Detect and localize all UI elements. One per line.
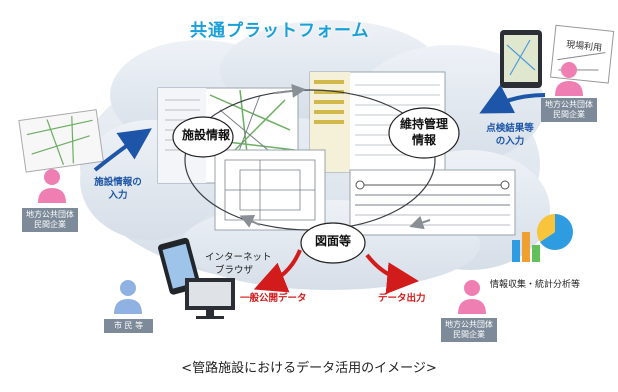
actor-left-box: 地方公共団体 民間企業 [22, 208, 78, 232]
analysis-label: 情報収集・統計分析等 [490, 280, 581, 290]
facility-input-label-line2: 入力 [108, 190, 128, 201]
drawings-node [300, 222, 366, 264]
profile-drawing-screenshot [349, 169, 516, 236]
actor-left-line2: 民間企業 [34, 220, 66, 229]
inspection-input-label-line2: の入力 [495, 136, 525, 147]
facility-input-label-line1: 施設情報の [94, 177, 142, 188]
cycle-arrow-bottom [239, 215, 261, 228]
internet-label-line1: インターネット [205, 252, 272, 263]
field-use-sheet [549, 24, 615, 84]
actor-bottom-right-line2: 民間企業 [453, 330, 485, 339]
data-output-arrow [365, 253, 419, 295]
internet-label-line2: ブラウザ [215, 265, 254, 276]
monitor-icon [185, 278, 235, 319]
facility-input-arrow [93, 128, 152, 172]
facility-info-label: 施設情報 [182, 128, 231, 142]
cycle-arrow-top [274, 84, 306, 98]
drawings-label: 図面等 [314, 234, 351, 248]
person-icon-left [38, 169, 66, 203]
actor-citizens-box: 市 民 等 [104, 319, 154, 333]
inspection-input-label-line1: 点検結果等 [486, 123, 534, 134]
facility-info-node [172, 116, 234, 158]
maintenance-info-label-line2: 情報 [411, 133, 436, 147]
actor-right-line1: 地方公共団体 [545, 100, 593, 109]
inspection-input-arrow [479, 84, 546, 114]
tablet-device [500, 30, 542, 88]
cycle-arrow-right [409, 215, 431, 230]
figure-caption: <管路施設におけるデータ活用のイメージ> [181, 361, 437, 376]
data-output-label: データ出力 [378, 293, 426, 304]
actor-right-box: 地方公共団体 民間企業 [541, 98, 597, 122]
actor-bottom-right-box: 地方公共団体 民間企業 [441, 318, 497, 342]
person-icon-bottom-right [458, 280, 486, 314]
drawing-screenshot [214, 149, 326, 231]
person-icon-right [555, 62, 583, 96]
public-data-label: 一般公開データ [240, 293, 307, 304]
actor-bottom-right-line1: 地方公共団体 [445, 320, 493, 329]
actor-right-line2: 民間企業 [553, 110, 585, 119]
public-data-arrow [253, 249, 302, 293]
analysis-chart-icon [512, 213, 573, 262]
person-icon-citizen [114, 280, 142, 314]
actor-citizens-label: 市 民 等 [114, 321, 144, 330]
maintenance-info-node [388, 107, 460, 159]
left-map-thumbnail [18, 109, 104, 173]
actor-left-line1: 地方公共団体 [26, 210, 74, 219]
diagram-title: 共通プラットフォーム [190, 21, 370, 41]
maintenance-info-label-line1: 維持管理 [399, 117, 448, 131]
